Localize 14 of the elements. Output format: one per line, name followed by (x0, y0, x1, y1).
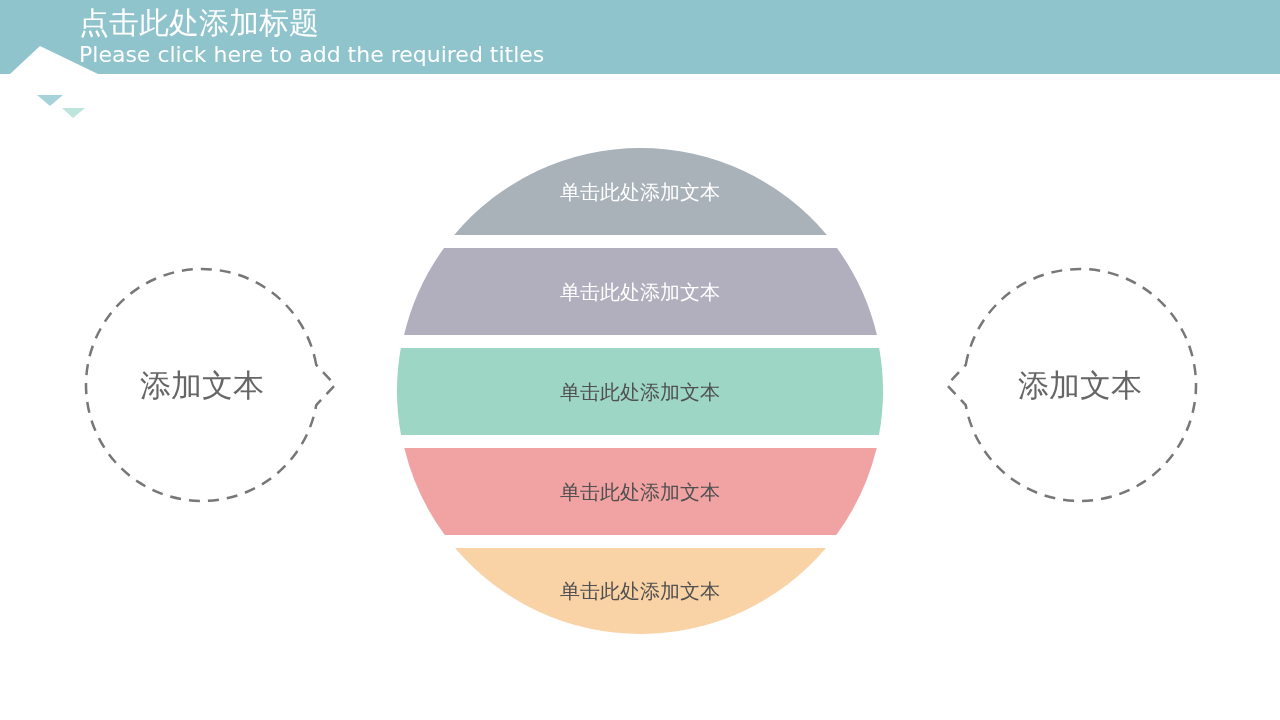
bubble-text: 添加文本 (140, 365, 264, 405)
slide-subtitle: Please click here to add the required titles (79, 42, 545, 68)
circle-band (402, 248, 878, 335)
circle-band (396, 348, 884, 435)
slide-title: 点击此处添加标题 (79, 4, 319, 42)
band-text: 单击此处添加文本 (560, 378, 720, 405)
circle-band (402, 448, 878, 535)
band-text: 单击此处添加文本 (560, 278, 720, 305)
bubble-text: 添加文本 (1018, 365, 1142, 405)
band-text: 单击此处添加文本 (560, 578, 720, 604)
circle-band (453, 548, 827, 634)
band-text: 单击此处添加文本 (560, 478, 720, 505)
circle-band (452, 148, 828, 235)
band-text: 单击此处添加文本 (560, 178, 720, 205)
